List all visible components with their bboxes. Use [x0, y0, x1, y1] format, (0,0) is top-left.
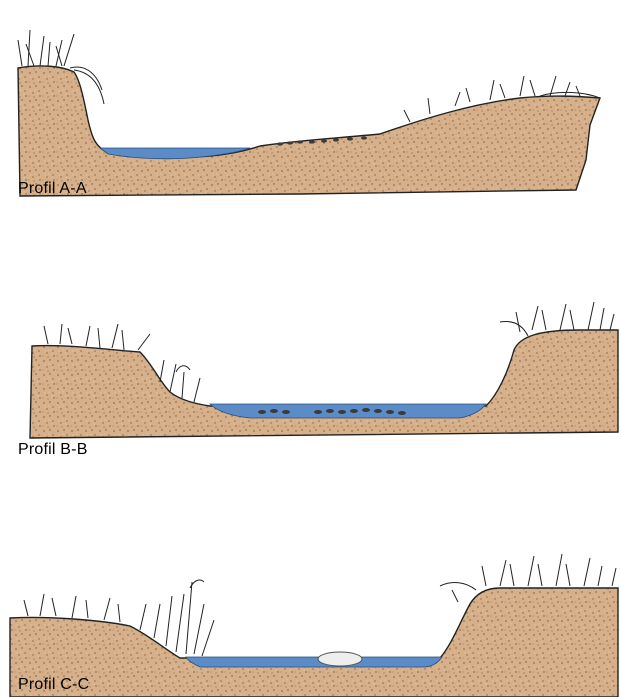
profile-b-panel: Profil B-B [0, 232, 621, 464]
profile-a-label: Profil A-A [18, 180, 87, 198]
profile-a-cross-section [0, 0, 621, 230]
profile-b-label: Profil B-B [18, 441, 88, 459]
profile-a-panel: Profil A-A [0, 0, 621, 230]
profile-c-label: Profil C-C [18, 676, 89, 694]
profile-c-boulder [318, 652, 362, 666]
profile-c-cross-section [0, 464, 621, 697]
profile-b-water [210, 404, 486, 418]
profile-c-panel: Profil C-C [0, 464, 621, 697]
profile-b-cross-section [0, 232, 621, 464]
profile-c-soil [10, 588, 618, 697]
profile-a-soil [18, 66, 600, 196]
profile-c-water [186, 657, 442, 667]
profile-b-soil [30, 330, 618, 438]
